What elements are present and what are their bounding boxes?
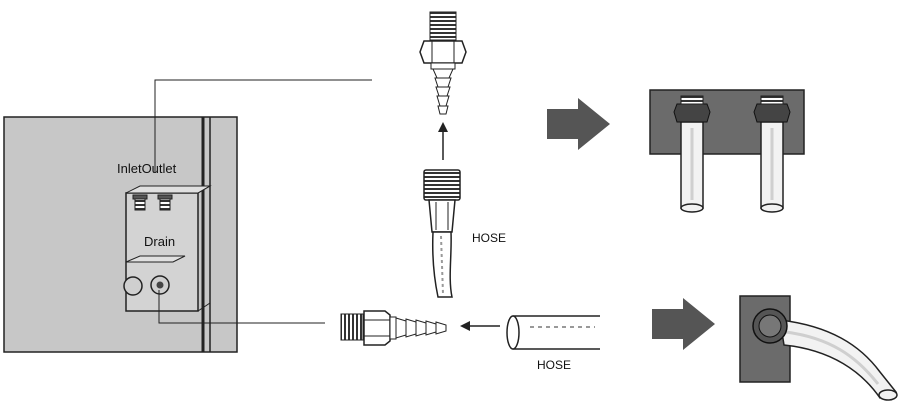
inlet-hose-label: HOSE — [472, 231, 507, 245]
right-arrow-icon — [547, 98, 610, 150]
drain-hose — [506, 315, 600, 350]
inlet-hose — [423, 169, 461, 298]
up-arrow-icon — [438, 122, 448, 160]
connected-inlet-outlet-plate — [649, 89, 805, 213]
drain-barb-fitting — [340, 310, 447, 346]
right-arrow-icon — [652, 298, 715, 350]
appliance-cabinet — [3, 116, 238, 353]
outlet-fitting — [157, 194, 173, 211]
drain-port-right — [150, 275, 170, 295]
drain-port-left — [123, 276, 143, 296]
connected-drain-plate — [739, 295, 898, 401]
inlet-fitting — [132, 194, 148, 211]
inlet-outlet-label: InletOutlet — [117, 161, 177, 176]
drain-label: Drain — [144, 234, 176, 249]
inlet-barb-fitting — [419, 11, 467, 115]
connection-panel — [125, 185, 212, 312]
drain-leader-line — [158, 290, 325, 324]
inlet-leader-line — [154, 79, 372, 172]
drain-hose-label: HOSE — [537, 358, 572, 372]
left-arrow-icon — [460, 321, 500, 331]
